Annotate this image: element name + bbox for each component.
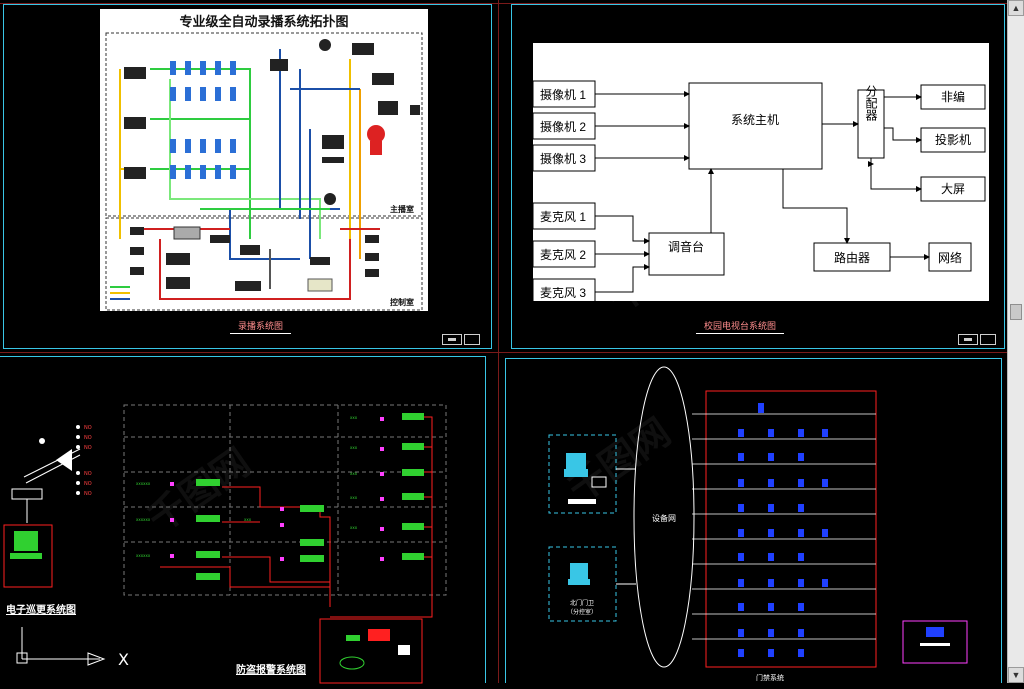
svg-text:NO: NO (84, 471, 92, 477)
output-projector-label: 投影机 (935, 132, 971, 147)
scroll-thumb[interactable] (1010, 304, 1022, 320)
viewport-security-systems[interactable]: NO NO NO NO NO NO 电子巡更系统图 X (0, 356, 486, 684)
svg-text:xxx: xxx (350, 525, 358, 530)
svg-text:xxxxxx: xxxxxx (136, 517, 151, 522)
svg-text:NO: NO (84, 481, 92, 487)
network-label: 网络 (938, 250, 962, 265)
caption-alarm-system: 防盗报警系统图 (236, 663, 306, 676)
layout-top-border (0, 3, 1007, 4)
input-mic-1: 麦克风 1 (540, 210, 586, 224)
recording-title: 专业级全自动录播系统拓扑图 (179, 14, 348, 30)
layout-divider-vertical (498, 0, 499, 683)
svg-text:NO: NO (84, 425, 92, 431)
north-gate-sub: （分控室） (567, 608, 597, 616)
viewport-controls (442, 334, 480, 345)
vertical-scrollbar[interactable]: ▲ ▼ (1007, 0, 1024, 683)
maximize-viewport-button[interactable] (958, 334, 978, 345)
device-network-label: 设备网 (652, 513, 676, 523)
caption-patrol-system: 电子巡更系统图 (6, 603, 76, 616)
security-cad-drawing: NO NO NO NO NO NO 电子巡更系统图 X (3, 404, 447, 684)
maximize-viewport-button[interactable] (442, 334, 462, 345)
svg-text:xxx: xxx (350, 415, 358, 420)
svg-text:xxx: xxx (350, 445, 358, 450)
campus-tv-diagram: 摄像机 1 摄像机 2 摄像机 3 麦克风 1 麦克风 2 麦克风 3 系统主机… (532, 80, 986, 306)
output-bigscreen-label: 大屏 (941, 182, 965, 196)
minimize-viewport-button[interactable] (464, 334, 480, 345)
zone-label-control: 控制室 (390, 297, 414, 307)
zone-label-studio: 主播室 (390, 204, 414, 214)
input-camera-2: 摄像机 2 (540, 119, 586, 134)
access-control-caption: 门禁系统 (756, 673, 784, 682)
input-mic-2: 麦克风 2 (540, 248, 586, 262)
viewport-controls (958, 334, 996, 345)
svg-text:NO: NO (84, 435, 92, 441)
minimize-viewport-button[interactable] (980, 334, 996, 345)
scroll-down-arrow-icon[interactable]: ▼ (1008, 667, 1024, 683)
layout-divider-horizontal (0, 352, 1007, 353)
distributor-label: 分配器 (864, 85, 878, 122)
ucs-x-label: X (118, 650, 129, 669)
mixer-label: 调音台 (668, 239, 704, 254)
svg-text:NO: NO (84, 445, 92, 451)
svg-text:xxxxxx: xxxxxx (136, 553, 151, 558)
router-label: 路由器 (834, 250, 870, 265)
output-nle-label: 非编 (941, 89, 965, 104)
recording-topology-sheet: 专业级全自动录播系统拓扑图 主播室 控制室 (100, 9, 428, 311)
caption-campus-tv: 校园电视台系统图 (696, 319, 785, 334)
input-camera-3: 摄像机 3 (540, 151, 586, 166)
svg-text:xxxxxx: xxxxxx (136, 481, 151, 486)
svg-text:xxx: xxx (350, 471, 358, 476)
system-host-label: 系统主机 (731, 113, 779, 127)
svg-text:xxx: xxx (350, 495, 358, 500)
scroll-up-arrow-icon[interactable]: ▲ (1008, 0, 1024, 16)
caption-recording-system: 录播系统图 (230, 319, 292, 334)
north-gate-label: 北门门卫 (570, 599, 594, 607)
input-mic-3: 麦克风 3 (540, 286, 586, 300)
svg-text:xxx: xxx (244, 517, 252, 522)
viewport-recording-system[interactable]: 专业级全自动录播系统拓扑图 主播室 控制室 (3, 4, 492, 349)
access-control-cad-drawing: 设备网 北门门卫 （分控室） (548, 366, 968, 682)
svg-text:NO: NO (84, 491, 92, 497)
recording-topology-diagram: 专业级全自动录播系统拓扑图 主播室 控制室 (105, 14, 423, 311)
viewport-access-control[interactable]: 设备网 北门门卫 （分控室） (505, 358, 1002, 683)
input-camera-1: 摄像机 1 (540, 87, 586, 102)
campus-tv-sheet: 摄像机 1 摄像机 2 摄像机 3 麦克风 1 麦克风 2 麦克风 3 系统主机… (532, 43, 989, 306)
viewport-campus-tv-system[interactable]: 摄像机 1 摄像机 2 摄像机 3 麦克风 1 麦克风 2 麦克风 3 系统主机… (511, 4, 1005, 349)
